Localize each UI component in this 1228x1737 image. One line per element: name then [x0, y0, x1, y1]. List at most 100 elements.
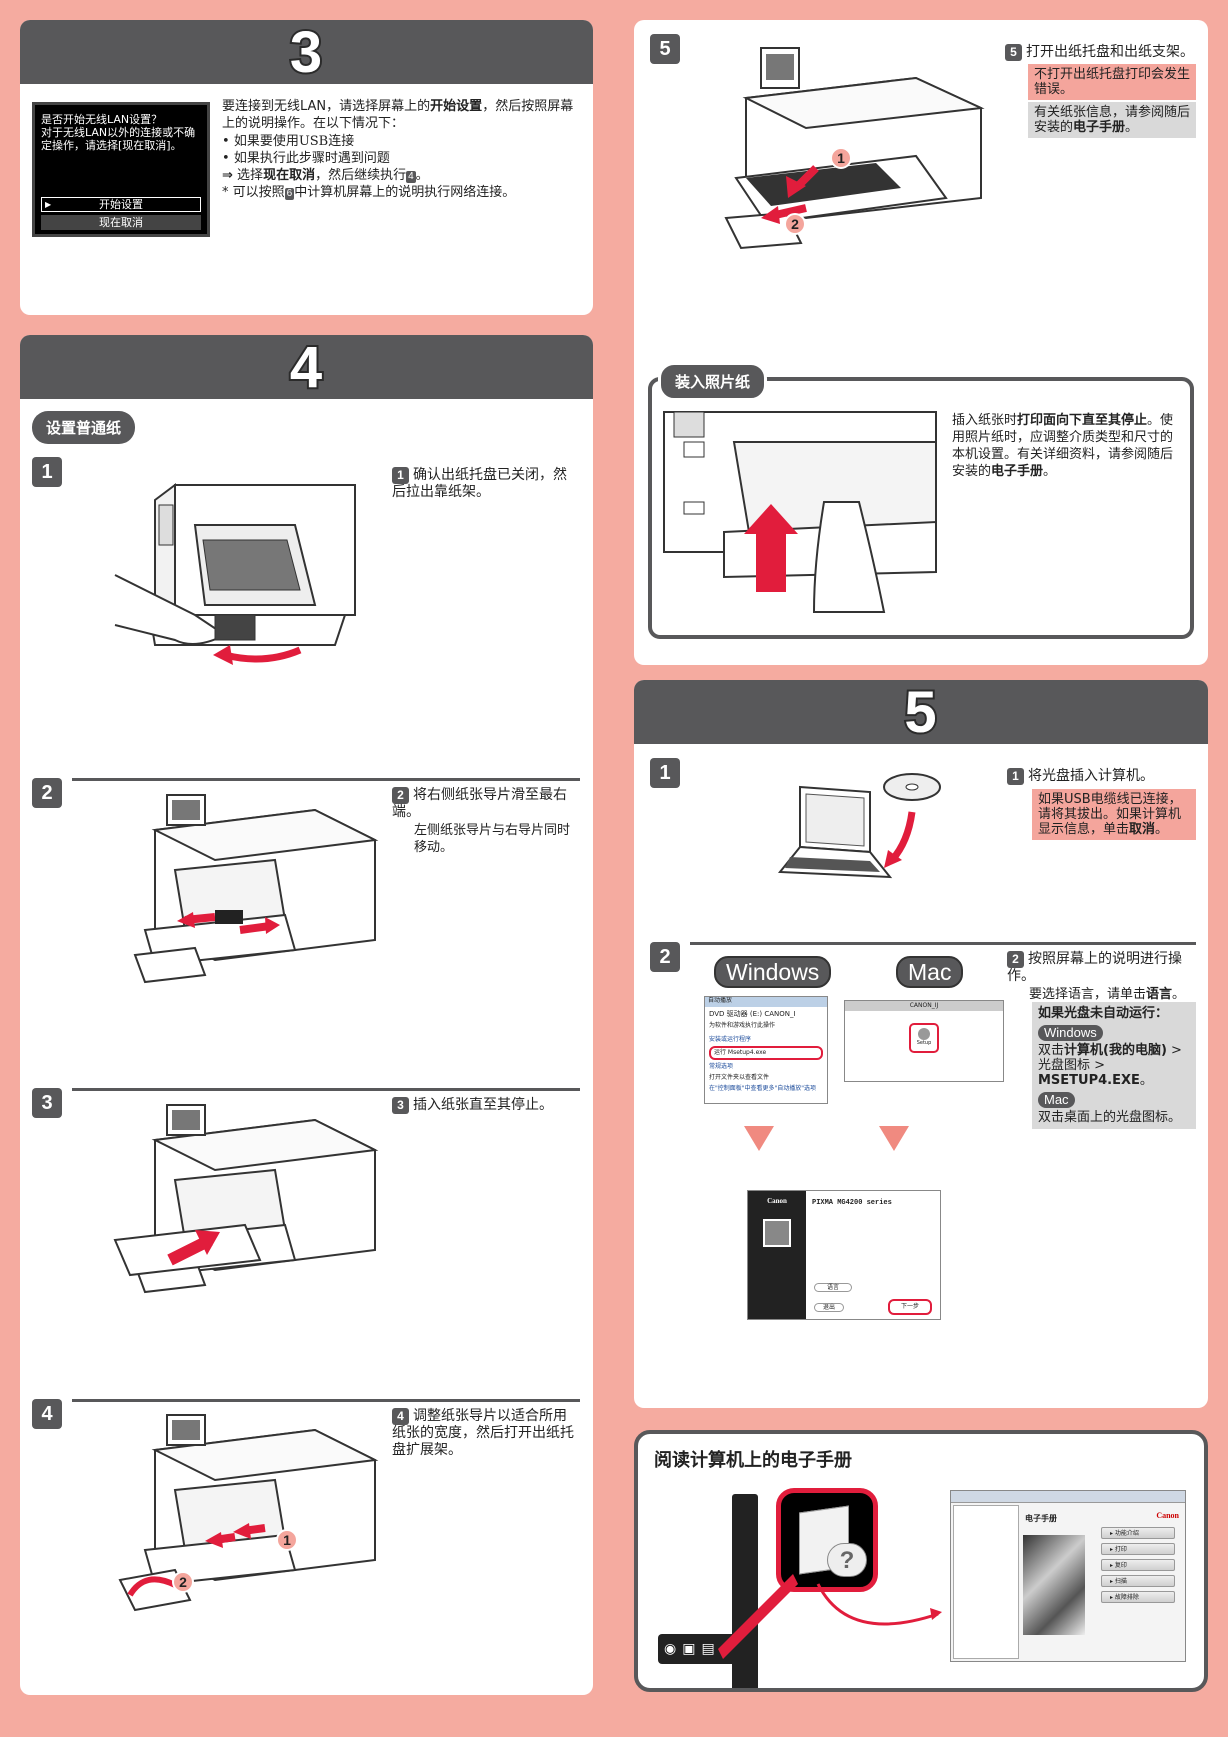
curve-arrow [816, 1583, 942, 1626]
windows-tag: Windows [1038, 1025, 1103, 1041]
manual-menu-item[interactable]: ▸ 故障排除 [1101, 1591, 1175, 1603]
lcd-start-option[interactable]: ▶ 开始设置 [41, 197, 201, 212]
section5-header: 5 [634, 680, 1208, 747]
photo-text-bold: 打印面向下直至其停止 [1017, 413, 1148, 428]
photo-paper-text: 插入纸张时打印面向下直至其停止。使用照片纸时，应调整介质类型和尺寸的本机设置。有… [952, 412, 1178, 480]
section5-number: 5 [902, 680, 938, 747]
step5-info-b: 。 [1125, 120, 1139, 135]
s5-step1-num: 1 [1007, 768, 1024, 785]
section4-header: 4 [20, 335, 593, 402]
win-text-bold2: MSETUP4.EXE [1038, 1073, 1140, 1088]
section3-panel: 3 是否开始无线LAN设置？ 对于无线LAN以外的连接或不确 定操作，请选择[现… [20, 20, 593, 315]
callout-2-badge-b: 2 [784, 213, 806, 235]
arrow-text: 选择 [237, 168, 264, 183]
windows-label: Windows [714, 956, 832, 988]
step3-num: 3 [392, 1097, 409, 1114]
down-arrows [744, 1126, 909, 1151]
s5-step2-divider [690, 942, 1196, 945]
step4-divider [72, 1399, 580, 1402]
installer-next-button[interactable]: 下一步 [888, 1299, 932, 1315]
manual-menu-item[interactable]: ▸ 扫描 [1101, 1575, 1175, 1587]
step1-num: 1 [392, 467, 409, 484]
installer-exit-button[interactable]: 退出 [814, 1303, 844, 1312]
step5-info-bold: 电子手册 [1073, 120, 1126, 135]
play-icon: ▶ [45, 200, 52, 209]
photo-text-a: 插入纸张时 [952, 413, 1018, 428]
photo-text-b: 。使用照片纸时，应调整介质类型和尺寸的本机设置。有关详细资料，请参阅随后安装的 [952, 413, 1174, 479]
lcd-line2: 对于无线LAN以外的连接或不确 [41, 126, 196, 139]
section3-header: 3 [20, 20, 593, 87]
section3-instructions: 要连接到无线LAN，请选择屏幕上的开始设置，然后按照屏幕上的说明操作。在以下情况… [222, 99, 574, 200]
autoplay-titlebar: 自动播放 [705, 997, 827, 1007]
autoplay-drive: DVD 驱动器 (E:) CANON_I [709, 1010, 796, 1018]
installer-title: PIXMA MG4200 series [812, 1199, 892, 1207]
mac-finder-window: CANON_IJ Setup [844, 1000, 1004, 1082]
callout-2-badge: 2 [172, 1571, 194, 1593]
lcd-cancel-option[interactable]: 现在取消 [41, 215, 201, 230]
mac-tag: Mac [1038, 1092, 1075, 1108]
step5-warning: 不打开出纸托盘打印会发生错误。 [1028, 64, 1196, 100]
manual-window-bar [951, 1491, 1185, 1503]
step4-num: 4 [392, 1408, 409, 1425]
laptop-cd-illustration [777, 773, 941, 879]
autorun-box: 如果光盘未自动运行： Windows 双击计算机(我的电脑) > 光盘图标 > … [1032, 1002, 1196, 1129]
lang-text-a: 要选择语言，请单击 [1029, 987, 1147, 1002]
installer-lang-button[interactable]: 语言 [814, 1283, 852, 1292]
photo-paper-pill: 装入照片纸 [658, 362, 768, 401]
autoplay-more: 在"控制面板"中查看更多"自动播放"选项 [709, 1085, 817, 1092]
printer-illustration-step5 [724, 47, 985, 250]
callout-1-badge: 1 [276, 1529, 298, 1551]
s5-step2-num: 2 [1007, 951, 1024, 968]
arrow-text-b: ，然后继续执行 [315, 168, 407, 183]
note-text-b: 中计算机屏幕上的说明执行网络连接。 [294, 185, 516, 200]
usb-warning-a: 如果USB电缆线已连接，请将其拔出。如果计算机显示信息，单击 [1038, 792, 1182, 837]
autoplay-open: 打开文件夹以查看文件 [709, 1074, 770, 1081]
s5-step1-badge: 1 [650, 758, 680, 788]
lcd-line3: 定操作，请选择[现在取消]。 [41, 139, 182, 152]
manual-brand: Canon [1156, 1511, 1179, 1520]
installer-sidebar: Canon [748, 1191, 806, 1319]
manual-icon-small[interactable]: ▤ [701, 1641, 715, 1657]
photo-thumbnail [763, 1219, 791, 1247]
mac-text: 双击桌面上的光盘图标。 [1038, 1110, 1182, 1125]
manual-title: 阅读计算机上的电子手册 [654, 1450, 852, 1471]
manual-menu-item[interactable]: ▸ 打印 [1101, 1543, 1175, 1555]
installer-brand: Canon [767, 1197, 787, 1205]
usb-warning: 如果USB电缆线已连接，请将其拔出。如果计算机显示信息，单击取消。 [1032, 789, 1196, 840]
intro-text-b: ，然后按照屏幕上的说明操作。在以下情况下： [222, 99, 574, 131]
step5-info: 有关纸张信息，请参阅随后安装的电子手册。 [1028, 102, 1196, 138]
manual-panel: 阅读计算机上的电子手册 ◉▣▤ ? 电子手册 Canon ▸ 功能介绍▸ 打印▸… [634, 1430, 1208, 1692]
autoplay-always: 为软件和游戏执行此操作 [709, 1022, 776, 1029]
lang-text-b: 。 [1172, 987, 1186, 1002]
cd-icon [918, 1028, 930, 1040]
mac-label: Mac [896, 956, 964, 988]
printer-illustration-step3 [113, 1104, 379, 1294]
section3-number: 3 [288, 20, 324, 87]
step5-badge: 5 [650, 34, 680, 64]
help-bubble-icon: ? [827, 1543, 867, 1577]
printer-illustration-step1 [114, 483, 356, 665]
manual-menu-item[interactable]: ▸ 功能介绍 [1101, 1527, 1175, 1539]
pointer-arrow [718, 1574, 798, 1659]
step-ref-6: 6 [284, 188, 295, 200]
mac-setup-label: Setup [916, 1040, 932, 1046]
autoplay-general: 常规选项 [709, 1063, 734, 1070]
s5-step2-desc: 按照屏幕上的说明进行操作。 [1007, 951, 1182, 984]
note-text: 可以按照 [232, 185, 285, 200]
callout-1-badge-b: 1 [830, 147, 852, 169]
win-text-bold: 计算机(我的电脑) [1064, 1043, 1167, 1058]
mac-setup-icon[interactable]: Setup [909, 1023, 939, 1053]
step5-info-a: 有关纸张信息，请参阅随后安装的 [1034, 105, 1191, 135]
step3-desc: 插入纸张直至其停止。 [413, 1097, 553, 1113]
taskbar-bottom: ◉▣▤ [658, 1634, 758, 1664]
step-ref-4: 4 [406, 171, 416, 183]
autoplay-run-option[interactable]: 运行 Msetup4.exe [709, 1046, 823, 1060]
manual-menu-item[interactable]: ▸ 复印 [1101, 1559, 1175, 1571]
s5-step2-badge: 2 [650, 942, 680, 972]
